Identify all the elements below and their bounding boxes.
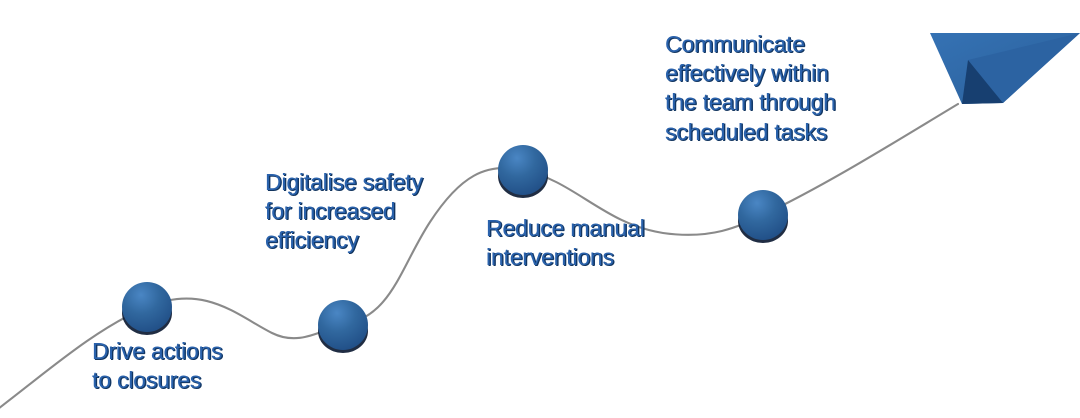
node-label-3: Reduce manual interventions	[486, 215, 645, 271]
paper-plane-icon	[930, 33, 1080, 104]
node-label-2: Digitalise safety for increased efficien…	[265, 169, 423, 254]
node-marker-1[interactable]	[122, 282, 172, 335]
node-label-1: Drive actions to closures	[92, 338, 223, 394]
node-marker-3[interactable]	[498, 145, 548, 198]
node-label-4: Communicate effectively within the team …	[665, 31, 836, 145]
node-marker-group	[122, 145, 788, 353]
node-marker-2[interactable]	[318, 300, 368, 353]
node-marker-4[interactable]	[738, 190, 788, 243]
